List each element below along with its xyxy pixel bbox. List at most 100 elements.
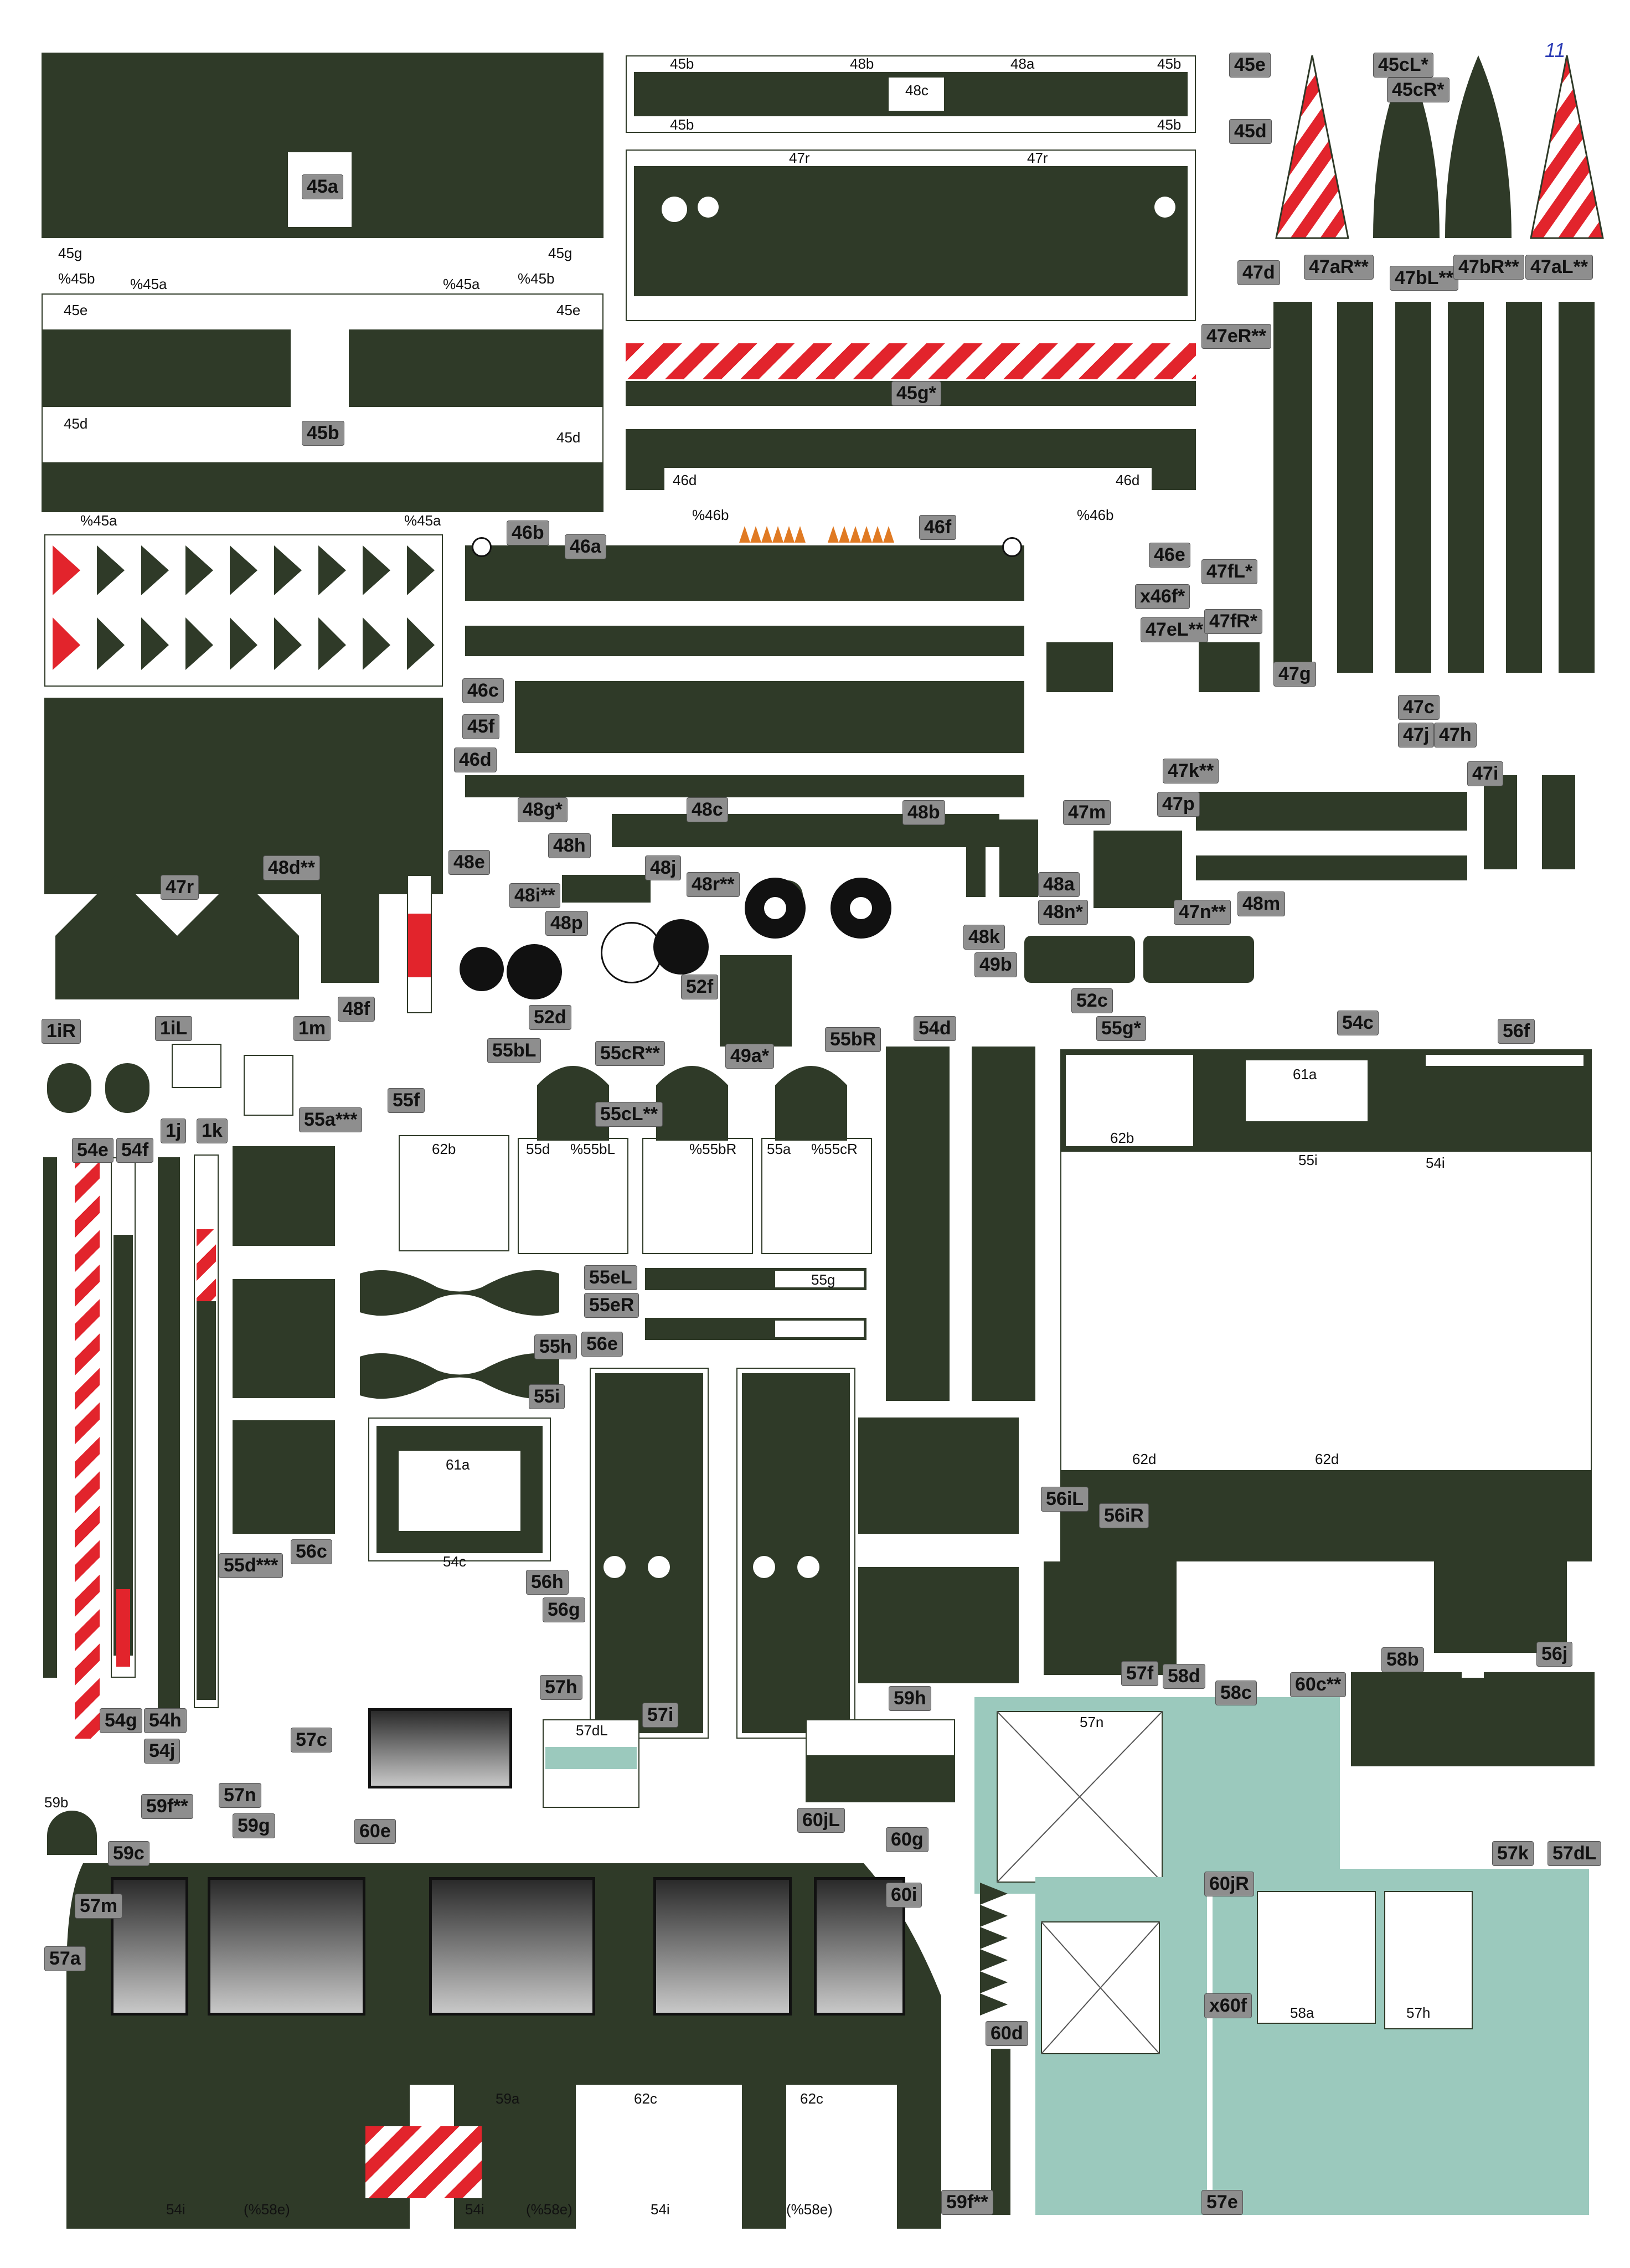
part-label: 58b [1381, 1647, 1424, 1672]
part-label: 56e [581, 1332, 623, 1357]
arch-pieces-55h [537, 1066, 847, 1141]
part-label: 52f [681, 975, 719, 999]
part-label: 56c [291, 1539, 332, 1564]
part-label: 48h [548, 833, 591, 858]
part-label: 45d [1229, 119, 1272, 144]
part-label: 1m [293, 1016, 331, 1041]
hazard-strip-45g [626, 343, 1196, 379]
part-label: 45cR* [1387, 78, 1450, 102]
part-label: 46d [454, 748, 497, 772]
part-label: 57h [540, 1675, 582, 1700]
part-label: 48p [545, 911, 588, 936]
hazard-panel-cab [365, 2126, 482, 2198]
part-label: 56j [1536, 1642, 1573, 1667]
part-label: 1iL [155, 1016, 193, 1041]
part-label: 45cL* [1373, 53, 1433, 78]
part-label: 55a*** [299, 1107, 363, 1132]
part-label: x46f* [1135, 584, 1190, 609]
part-label: 56f [1498, 1019, 1535, 1044]
part-label: 48a [1038, 872, 1080, 897]
part-label: 48f [338, 997, 375, 1022]
part-label: 54g [100, 1708, 142, 1733]
part-label: 48m [1237, 891, 1286, 916]
part-label: 55bR [825, 1027, 881, 1052]
part-label: 49a* [725, 1044, 774, 1069]
panel-46d [44, 698, 443, 894]
part-label: 55eR [584, 1293, 639, 1318]
part-label: 47bL** [1390, 266, 1458, 291]
part-label: 59f** [941, 2190, 993, 2215]
part-label: 46e [1149, 543, 1190, 568]
bowtie-pieces-55g [360, 1270, 559, 1399]
part-label: 47fR* [1204, 609, 1262, 634]
part-label: 56iR [1099, 1503, 1149, 1528]
part-label: 54e [72, 1138, 114, 1163]
part-label: 48b [902, 800, 945, 825]
part-label: 57m [75, 1894, 123, 1919]
part-label: 47eR** [1201, 324, 1271, 349]
triangles-art [53, 545, 435, 670]
panel-62b [399, 1135, 509, 1251]
part-label: 56g [543, 1597, 585, 1622]
part-label: 60jR [1204, 1872, 1254, 1896]
part-label: 59f** [141, 1794, 193, 1819]
part-label: 47aR** [1304, 255, 1374, 280]
part-label: 47bR** [1453, 255, 1524, 280]
part-label: 46a [565, 534, 606, 559]
part-label: 55eL [584, 1265, 637, 1290]
part-label: 54j [144, 1739, 180, 1764]
part-label: 60c** [1290, 1672, 1347, 1697]
part-label: 47n** [1174, 900, 1231, 925]
part-label: 57k [1492, 1841, 1534, 1866]
part-label: 59g [233, 1813, 275, 1838]
part-label: 60jL [797, 1808, 845, 1833]
part-label: x60f [1204, 1993, 1252, 2018]
teeth-46b [739, 526, 894, 543]
hex-pieces-45c [55, 875, 299, 999]
part-label: 49b [974, 952, 1017, 977]
part-label: 45e [1229, 53, 1271, 78]
part-label: 57i [642, 1703, 679, 1728]
part-label: 48c [687, 797, 728, 822]
hazard-pole-54e [75, 1152, 100, 1739]
part-label: 48j [645, 855, 682, 880]
part-label: 47i [1467, 761, 1504, 786]
part-label: 60g [886, 1827, 929, 1852]
part-label: 45b [302, 421, 344, 446]
part-label: 59c [108, 1841, 149, 1866]
part-label: 54f [116, 1138, 154, 1163]
part-label: 55cR** [595, 1041, 665, 1066]
part-label: 47eL** [1141, 617, 1208, 642]
part-label: 45f [462, 714, 500, 739]
part-label: 47aL** [1525, 255, 1593, 280]
part-label: 48d** [263, 855, 321, 880]
part-label: 48k [963, 925, 1005, 950]
part-label: 52d [529, 1005, 571, 1030]
part-label: 57c [291, 1728, 332, 1752]
part-label: 46c [462, 678, 504, 703]
part-label: 47h [1434, 723, 1477, 748]
part-label: 47c [1398, 695, 1440, 720]
part-label: 55g* [1096, 1016, 1146, 1041]
part-label: 47j [1398, 723, 1435, 748]
part-label: 48r** [687, 872, 740, 897]
part-label: 58c [1215, 1681, 1257, 1705]
part-label: 48i** [509, 883, 560, 908]
part-label: 47d [1237, 260, 1280, 285]
part-label: 54d [914, 1016, 956, 1041]
part-label: 47p [1157, 792, 1200, 817]
part-label: 54c [1337, 1011, 1379, 1035]
part-label: 57f [1121, 1661, 1159, 1686]
part-label: 60d [986, 2021, 1028, 2046]
part-label: 57dL [1548, 1841, 1602, 1866]
part-label: 57n [219, 1783, 261, 1808]
part-label: 47r [161, 875, 199, 900]
part-label: 57e [1201, 2190, 1243, 2215]
part-label: 46b [507, 520, 549, 545]
part-label: 59h [889, 1686, 931, 1711]
part-label: 56iL [1041, 1487, 1089, 1512]
part-label: 54h [144, 1708, 187, 1733]
part-label: 56h [526, 1570, 569, 1595]
part-label: 55i [529, 1384, 565, 1409]
